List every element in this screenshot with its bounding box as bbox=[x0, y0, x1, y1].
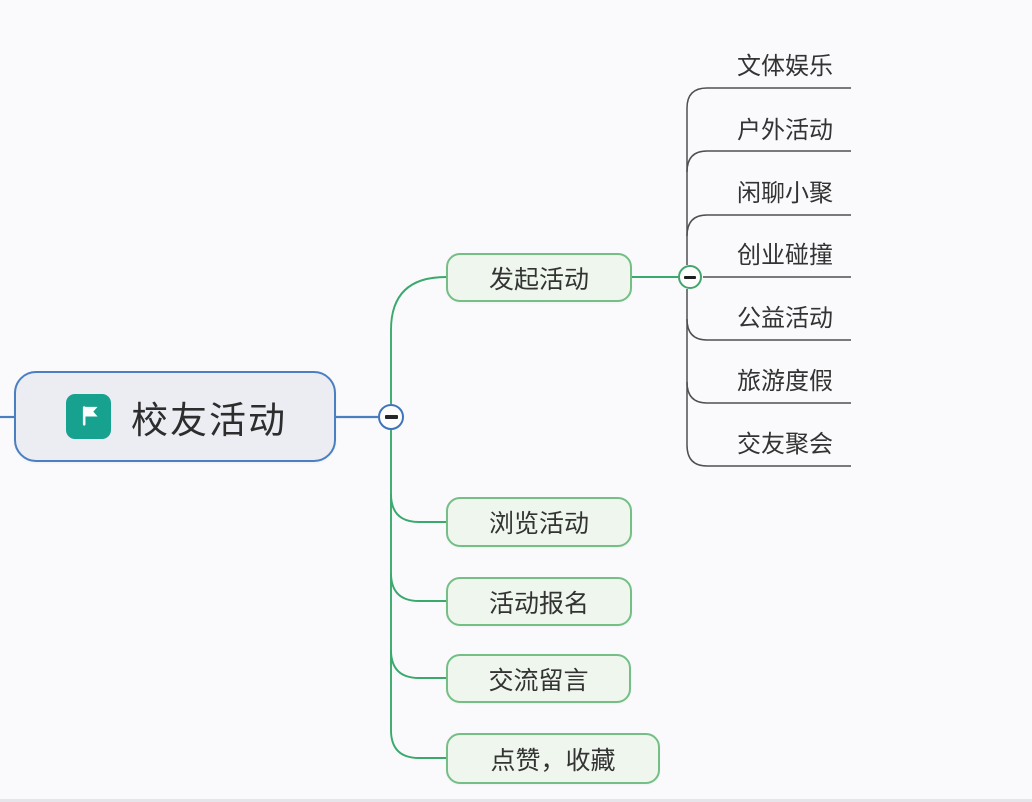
green-branch-lines bbox=[390, 276, 678, 759]
branch-node-initiate[interactable]: 发起活动 bbox=[446, 253, 632, 302]
branch-label: 交流留言 bbox=[488, 666, 589, 695]
branch-node-like-favorite[interactable]: 点赞，收藏 bbox=[446, 733, 660, 784]
leaf-branch-lines bbox=[686, 87, 851, 467]
minus-icon bbox=[384, 415, 398, 419]
branch-label: 活动报名 bbox=[488, 589, 589, 618]
minus-icon bbox=[684, 275, 696, 279]
flag-icon bbox=[66, 394, 111, 439]
branch-node-browse[interactable]: 浏览活动 bbox=[446, 497, 632, 547]
branch-label: 浏览活动 bbox=[488, 510, 589, 538]
canvas-bottom-edge bbox=[0, 799, 1032, 802]
leaf-topic[interactable]: 交友聚会 bbox=[737, 431, 833, 458]
leaf-topic[interactable]: 旅游度假 bbox=[737, 368, 833, 395]
leaf-topic[interactable]: 闲聊小聚 bbox=[737, 180, 833, 207]
collapse-button-initiate[interactable] bbox=[678, 265, 702, 289]
branch-node-signup[interactable]: 活动报名 bbox=[446, 577, 632, 626]
leaf-topic[interactable]: 公益活动 bbox=[737, 305, 833, 332]
root-node-label: 校友活动 bbox=[131, 399, 287, 441]
leaf-topic[interactable]: 户外活动 bbox=[737, 117, 833, 144]
branch-node-message[interactable]: 交流留言 bbox=[446, 654, 631, 703]
branch-label: 点赞，收藏 bbox=[490, 746, 616, 775]
branch-label: 发起活动 bbox=[488, 265, 589, 294]
collapse-button-root[interactable] bbox=[378, 404, 404, 430]
leaf-topic[interactable]: 创业碰撞 bbox=[737, 242, 833, 269]
leaf-topic[interactable]: 文体娱乐 bbox=[737, 53, 833, 80]
root-node[interactable]: 校友活动 bbox=[14, 371, 336, 462]
